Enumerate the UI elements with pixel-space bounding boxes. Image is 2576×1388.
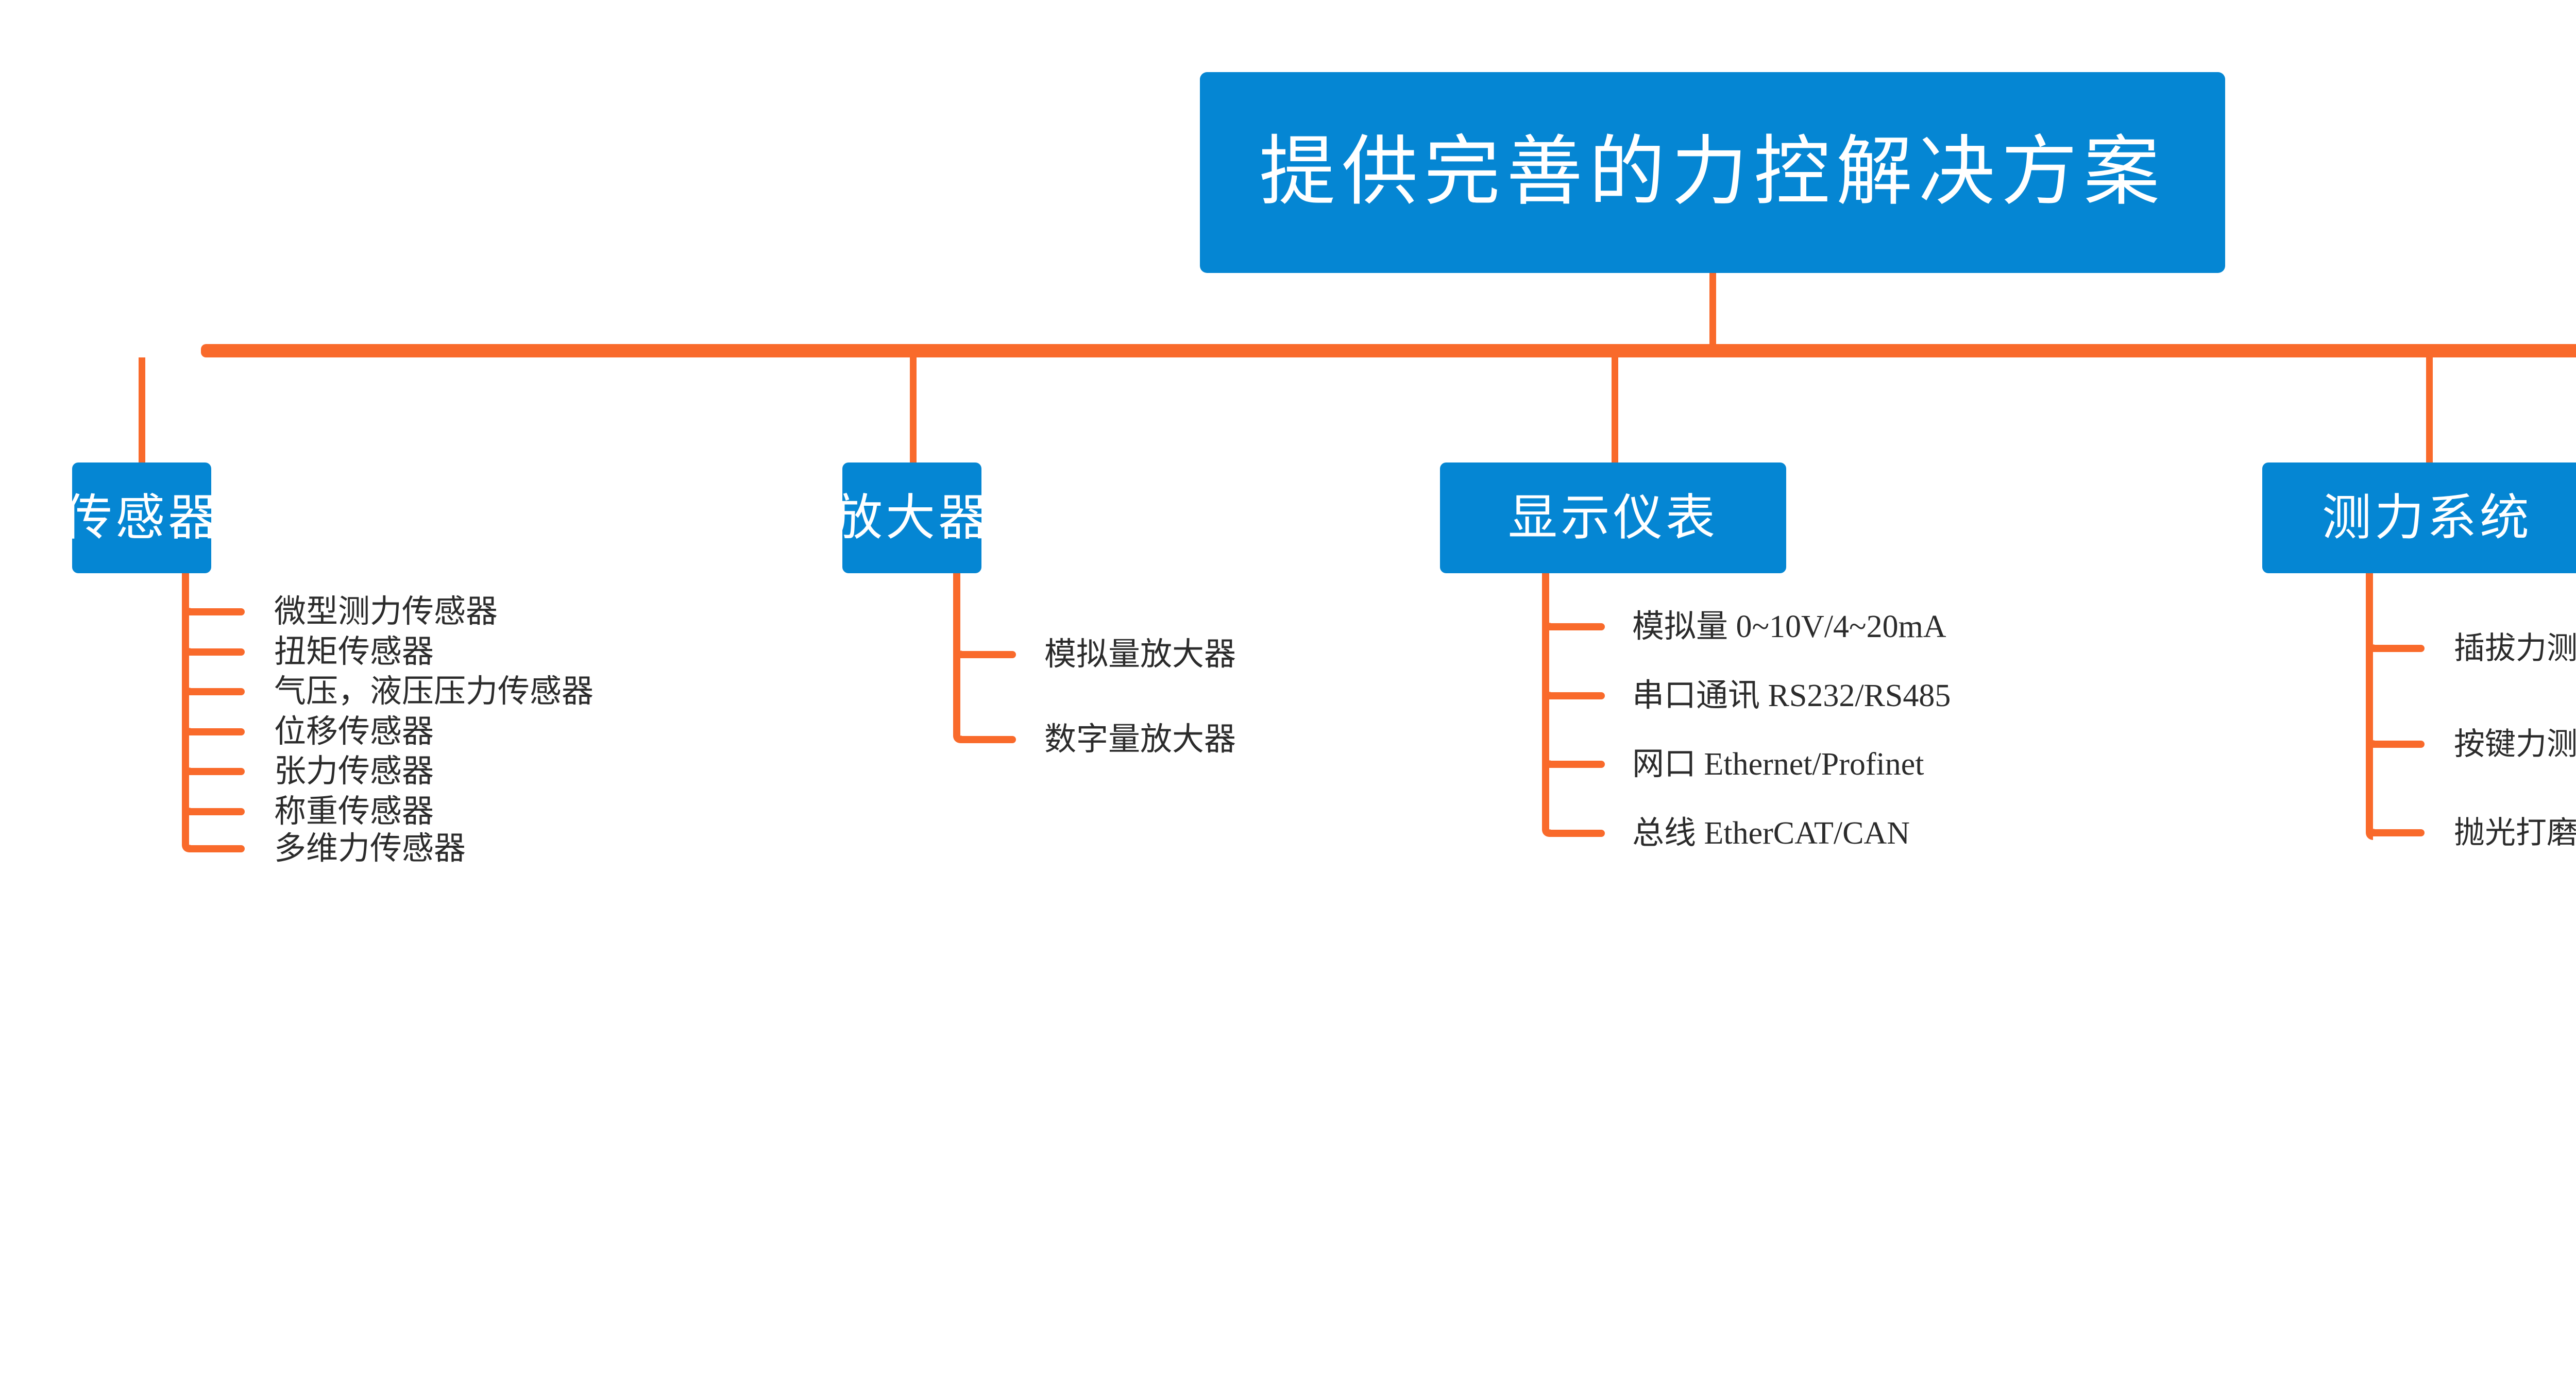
branch-node-label-4: 测力系统 xyxy=(2322,490,2532,545)
list-item: 网口 Ethernet/Profinet xyxy=(1632,747,1924,782)
branch-trunk-4 xyxy=(2366,573,2373,840)
leaf-connector-2-2 xyxy=(953,736,1016,743)
root-drop-connector xyxy=(1709,273,1716,350)
main-distribution-bar xyxy=(201,344,2576,357)
branch-node-4[interactable]: 测力系统 xyxy=(2262,462,2576,573)
branch-node-3[interactable]: 显示仪表 xyxy=(1440,462,1786,573)
branch-node-2[interactable]: 放大器 xyxy=(833,462,988,573)
list-item: 称重传感器 xyxy=(274,794,434,829)
list-item: 多维力传感器 xyxy=(274,831,466,866)
branch-trunk-2 xyxy=(953,573,960,743)
list-item: 按键力测试 xyxy=(2454,727,2576,761)
list-item: 模拟量 0~10V/4~20mA xyxy=(1632,609,1946,644)
leaf-connector-1-4 xyxy=(182,728,245,735)
branch-drop-connector-4 xyxy=(2426,357,2433,462)
leaf-connector-4-3 xyxy=(2366,829,2425,836)
list-item: 串口通讯 RS232/RS485 xyxy=(1632,678,1951,713)
list-item: 位移传感器 xyxy=(274,714,434,749)
leaf-connector-2-1 xyxy=(953,651,1016,658)
leaf-connector-1-5 xyxy=(182,768,245,775)
branch-node-1[interactable]: 传感器 xyxy=(63,462,217,573)
list-item: 总线 EtherCAT/CAN xyxy=(1632,816,1910,851)
leaf-connector-3-3 xyxy=(1542,761,1605,768)
leaf-connector-1-2 xyxy=(182,648,245,656)
root-node[interactable]: 提供完善的力控解决方案 xyxy=(1200,72,2225,273)
branch-drop-connector-2 xyxy=(910,357,917,462)
list-item: 抛光打磨测试 xyxy=(2454,815,2576,850)
branch-drop-connector-1 xyxy=(139,357,145,462)
list-item: 数字量放大器 xyxy=(1044,722,1236,757)
branch-trunk-3 xyxy=(1542,573,1549,837)
root-node-label: 提供完善的力控解决方案 xyxy=(1259,130,2166,215)
list-item: 气压，液压压力传感器 xyxy=(274,674,594,709)
leaf-connector-3-2 xyxy=(1542,692,1605,699)
leaf-connector-4-2 xyxy=(2366,741,2425,748)
branch-node-label-1: 传感器 xyxy=(63,490,221,545)
leaf-connector-1-3 xyxy=(182,688,245,695)
branch-drop-connector-3 xyxy=(1612,357,1618,462)
leaf-connector-4-1 xyxy=(2366,645,2425,652)
leaf-connector-3-4 xyxy=(1542,830,1605,837)
leaf-connector-1-7 xyxy=(182,845,245,852)
branch-node-label-2: 放大器 xyxy=(833,490,991,545)
leaf-connector-1-6 xyxy=(182,808,245,815)
leaf-connector-3-1 xyxy=(1542,623,1605,630)
branch-node-label-3: 显示仪表 xyxy=(1508,490,1718,545)
list-item: 模拟量放大器 xyxy=(1044,637,1236,672)
list-item: 插拔力测试 xyxy=(2454,631,2576,665)
list-item: 微型测力传感器 xyxy=(274,594,498,629)
leaf-connector-1-1 xyxy=(182,608,245,615)
list-item: 张力传感器 xyxy=(274,754,434,789)
list-item: 扭矩传感器 xyxy=(274,635,434,670)
